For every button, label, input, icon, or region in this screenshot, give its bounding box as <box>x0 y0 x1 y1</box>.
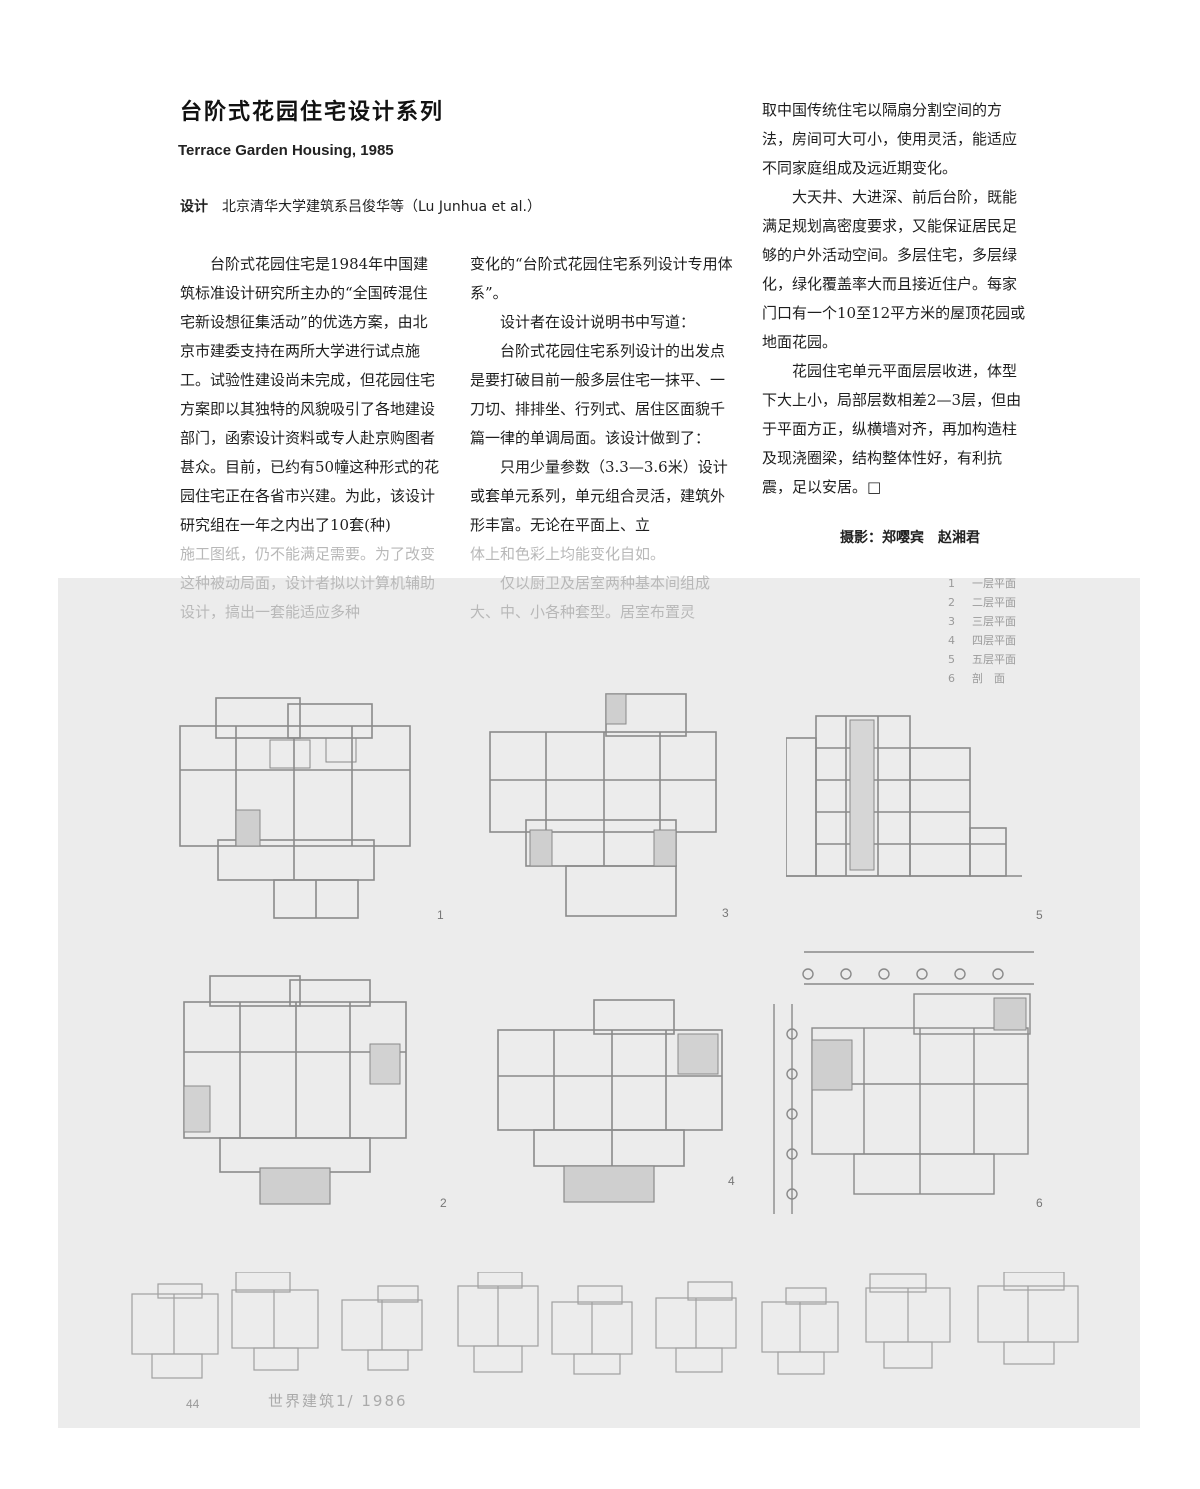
paragraph: 台阶式花园住宅系列设计的出发点是要打破目前一般多层住宅一抹平、一刀切、排排坐、行… <box>470 342 726 447</box>
article-column-1: 台阶式花园住宅是1984年中国建筑标准设计研究所主办的“全国砖混住宅新设想征集活… <box>180 250 442 627</box>
paragraph: 只用少量参数（3.3—3.6米）设计或套单元系列，单元组合灵活，建筑外形丰富。无… <box>470 458 728 534</box>
floor-plan-1 <box>176 690 416 922</box>
paragraph: 台阶式花园住宅是1984年中国建筑标准设计研究所主办的“全国砖混住宅新设想征集活… <box>180 255 440 534</box>
floor-plan-2 <box>180 972 410 1208</box>
paragraph-faded: 体上和色彩上均能变化自如。 <box>470 545 666 563</box>
paragraph: 变化的“台阶式花园住宅系列设计专用体系”。 <box>470 255 733 302</box>
figure-number: 4 <box>728 1174 735 1188</box>
article-column-2: 变化的“台阶式花园住宅系列设计专用体系”。 设计者在设计说明书中写道： 台阶式花… <box>470 250 734 627</box>
figure-number: 2 <box>440 1196 447 1210</box>
floor-plan-3 <box>486 690 720 920</box>
paragraph-faded: 施工图纸，仍不能满足需要。为了改变这种被动局面，设计者拟以计算机辅助设计，搞出一… <box>180 545 436 621</box>
article-subtitle-english: Terrace Garden Housing, 1985 <box>178 142 394 159</box>
figure-number: 6 <box>1036 1196 1043 1210</box>
figure-number: 3 <box>722 906 729 920</box>
floor-plan-6 <box>764 944 1044 1220</box>
figure-number: 5 <box>1036 908 1043 922</box>
page-number: 44 <box>186 1397 200 1411</box>
thumbnail-plans-row <box>128 1272 1088 1382</box>
section-drawing-5 <box>786 708 1022 884</box>
floor-plan-4 <box>494 990 726 1206</box>
paragraph-faded: 仅以厨卫及居室两种基本间组成大、中、小各种套型。居室布置灵 <box>470 574 711 621</box>
paragraph: 大天井、大进深、前后台阶，既能满足规划高密度要求，又能保证居民足够的户外活动空间… <box>762 188 1026 351</box>
paragraph: 取中国传统住宅以隔扇分割空间的方法，房间可大可小，使用灵活，能适应不同家庭组成及… <box>762 101 1018 177</box>
paragraph: 花园住宅单元平面层层收进，体型下大上小，局部层数相差2—3层，但由于平面方正，纵… <box>762 362 1022 496</box>
design-credit: 设计北京清华大学建筑系吕俊华等（Lu Junhua et al.） <box>180 196 541 216</box>
design-label: 设计 <box>180 199 208 215</box>
article-title: 台阶式花园住宅设计系列 <box>180 100 445 125</box>
article-column-3: 取中国传统住宅以隔扇分割空间的方法，房间可大可小，使用灵活，能适应不同家庭组成及… <box>762 96 1028 502</box>
design-credit-text: 北京清华大学建筑系吕俊华等（Lu Junhua et al.） <box>222 199 541 215</box>
journal-footer: 世界建筑1/ 1986 <box>268 1392 408 1410</box>
photo-credit: 摄影：郑嘤宾 赵湘君 <box>840 530 980 546</box>
paragraph: 设计者在设计说明书中写道： <box>500 313 696 331</box>
figure-number: 1 <box>437 908 444 922</box>
